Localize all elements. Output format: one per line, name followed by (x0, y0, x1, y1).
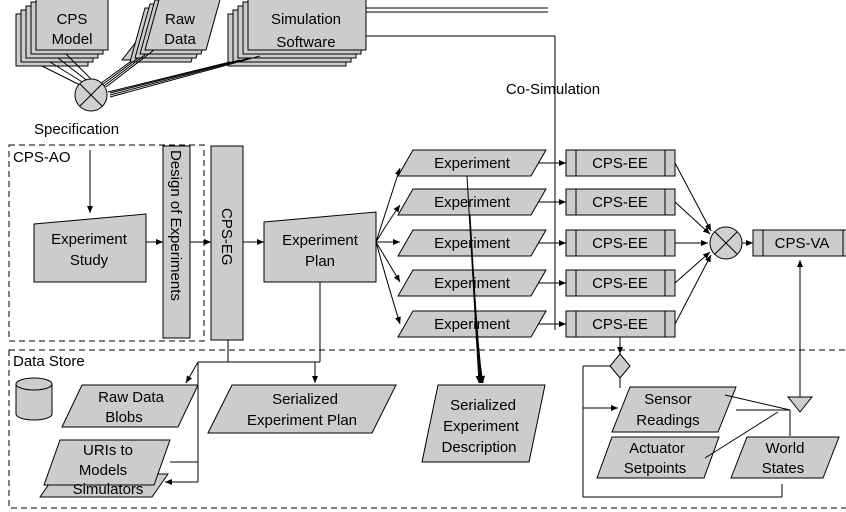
executor-label: CPS-EE (592, 194, 648, 211)
simulation-software-label-1: Simulation (271, 11, 341, 28)
aggregator-combiner (709, 226, 743, 260)
cps-va-label: CPS-VA (775, 235, 830, 252)
executor-label: CPS-EE (592, 235, 648, 252)
serialized-description-node (421, 384, 546, 463)
serialized-description-label-2: Experiment (443, 418, 520, 435)
experiment-node (397, 149, 547, 177)
experiment-plan-label-2: Plan (305, 253, 335, 270)
executor-node: CPS-EE (565, 229, 676, 257)
cps-ao-label: CPS-AO (13, 149, 71, 166)
specification-label: Specification (34, 121, 119, 138)
experiment-to-executor-arrows (539, 160, 566, 327)
simulators-label: Simulators (73, 481, 144, 498)
serialized-plan-node (207, 384, 397, 434)
simulation-software-stack: Simulation Software (227, 0, 367, 67)
raw-data-blobs-label-2: Blobs (105, 409, 143, 426)
actuator-setpoints-node (596, 436, 720, 479)
actuator-setpoints-label-2: Setpoints (624, 460, 687, 477)
sensor-readings-label-2: Readings (636, 412, 699, 429)
world-states-label-1: World (766, 440, 805, 457)
serialized-description-label-1: Serialized (450, 397, 516, 414)
raw-data-blobs-node (61, 384, 199, 428)
cps-eg-node (210, 145, 244, 341)
store-connectors (165, 282, 321, 485)
experiment-node (397, 188, 547, 216)
experiment-label: Experiment (434, 194, 511, 211)
data-store-boundary (8, 349, 846, 509)
specification-combiner (41, 49, 261, 112)
uris-to-models-label-1: URIs to (83, 442, 133, 459)
experiment-study-node (33, 213, 147, 283)
executor-node: CPS-EE (565, 310, 676, 338)
world-states-node (730, 436, 840, 479)
executor-list: CPS-EE CPS-EE CPS-EE CPS-EE CPS-EE (565, 149, 676, 338)
uris-to-models-stack: URIs to Models Simulators (39, 439, 171, 498)
sensor-readings-label-1: Sensor (644, 391, 692, 408)
serialized-description-label-3: Description (441, 439, 516, 456)
database-icon (15, 377, 53, 421)
experiment-study-label-1: Experiment (51, 231, 128, 248)
experiment-label: Experiment (434, 235, 511, 252)
executor-node: CPS-EE (565, 149, 676, 177)
merge-triangle (786, 396, 814, 413)
serialized-plan-label-1: Serialized (272, 391, 338, 408)
experiment-study-label-2: Study (70, 252, 109, 269)
cps-model-label-2: Model (52, 31, 93, 48)
world-states-label-2: States (762, 460, 805, 477)
experiment-node (397, 310, 547, 338)
plan-fan-out (375, 167, 401, 325)
design-of-experiments-label: Design of Experiments (167, 150, 184, 301)
co-simulation-label: Co-Simulation (506, 81, 600, 98)
cps-va-node: CPS-VA (752, 229, 846, 257)
executor-node: CPS-EE (565, 188, 676, 216)
experiment-plan-label-1: Experiment (282, 232, 359, 249)
design-of-experiments-node (162, 145, 191, 339)
experiment-node (397, 269, 547, 297)
uris-to-models-node (43, 439, 171, 486)
actuator-setpoints-label-1: Actuator (629, 440, 685, 457)
experiment-label: Experiment (434, 155, 511, 172)
decision-diamond (609, 353, 631, 379)
cps-model-label-1: CPS (57, 11, 88, 28)
experiment-label: Experiment (434, 316, 511, 333)
co-simulation-bus (366, 7, 556, 330)
executor-label: CPS-EE (592, 155, 648, 172)
raw-data-blobs-label-1: Raw Data (98, 389, 165, 406)
executor-to-aggregator-arrows (674, 162, 712, 325)
experiment-list: Experiment Experiment Experiment Experim… (397, 149, 547, 338)
uris-to-models-label-2: Models (79, 462, 127, 479)
executor-label: CPS-EE (592, 275, 648, 292)
cps-eg-label: CPS-EG (218, 208, 235, 266)
sensor-readings-node (611, 386, 737, 433)
cps-model-stack: CPS Model (15, 0, 109, 67)
experiment-to-description-arrows (466, 175, 485, 384)
diamond-flow (582, 337, 783, 498)
data-store-label: Data Store (13, 353, 85, 370)
simulation-software-label-2: Software (276, 34, 335, 51)
raw-data-label-1: Raw (165, 11, 195, 28)
executor-label: CPS-EE (592, 316, 648, 333)
experiment-label: Experiment (434, 275, 511, 292)
serialized-plan-label-2: Experiment Plan (247, 412, 357, 429)
experiment-plan-node (263, 211, 377, 283)
executor-node: CPS-EE (565, 269, 676, 297)
store-to-va-flow (704, 260, 814, 459)
raw-data-label-2: Data (164, 31, 196, 48)
raw-data-stack: Raw Data (120, 0, 221, 63)
